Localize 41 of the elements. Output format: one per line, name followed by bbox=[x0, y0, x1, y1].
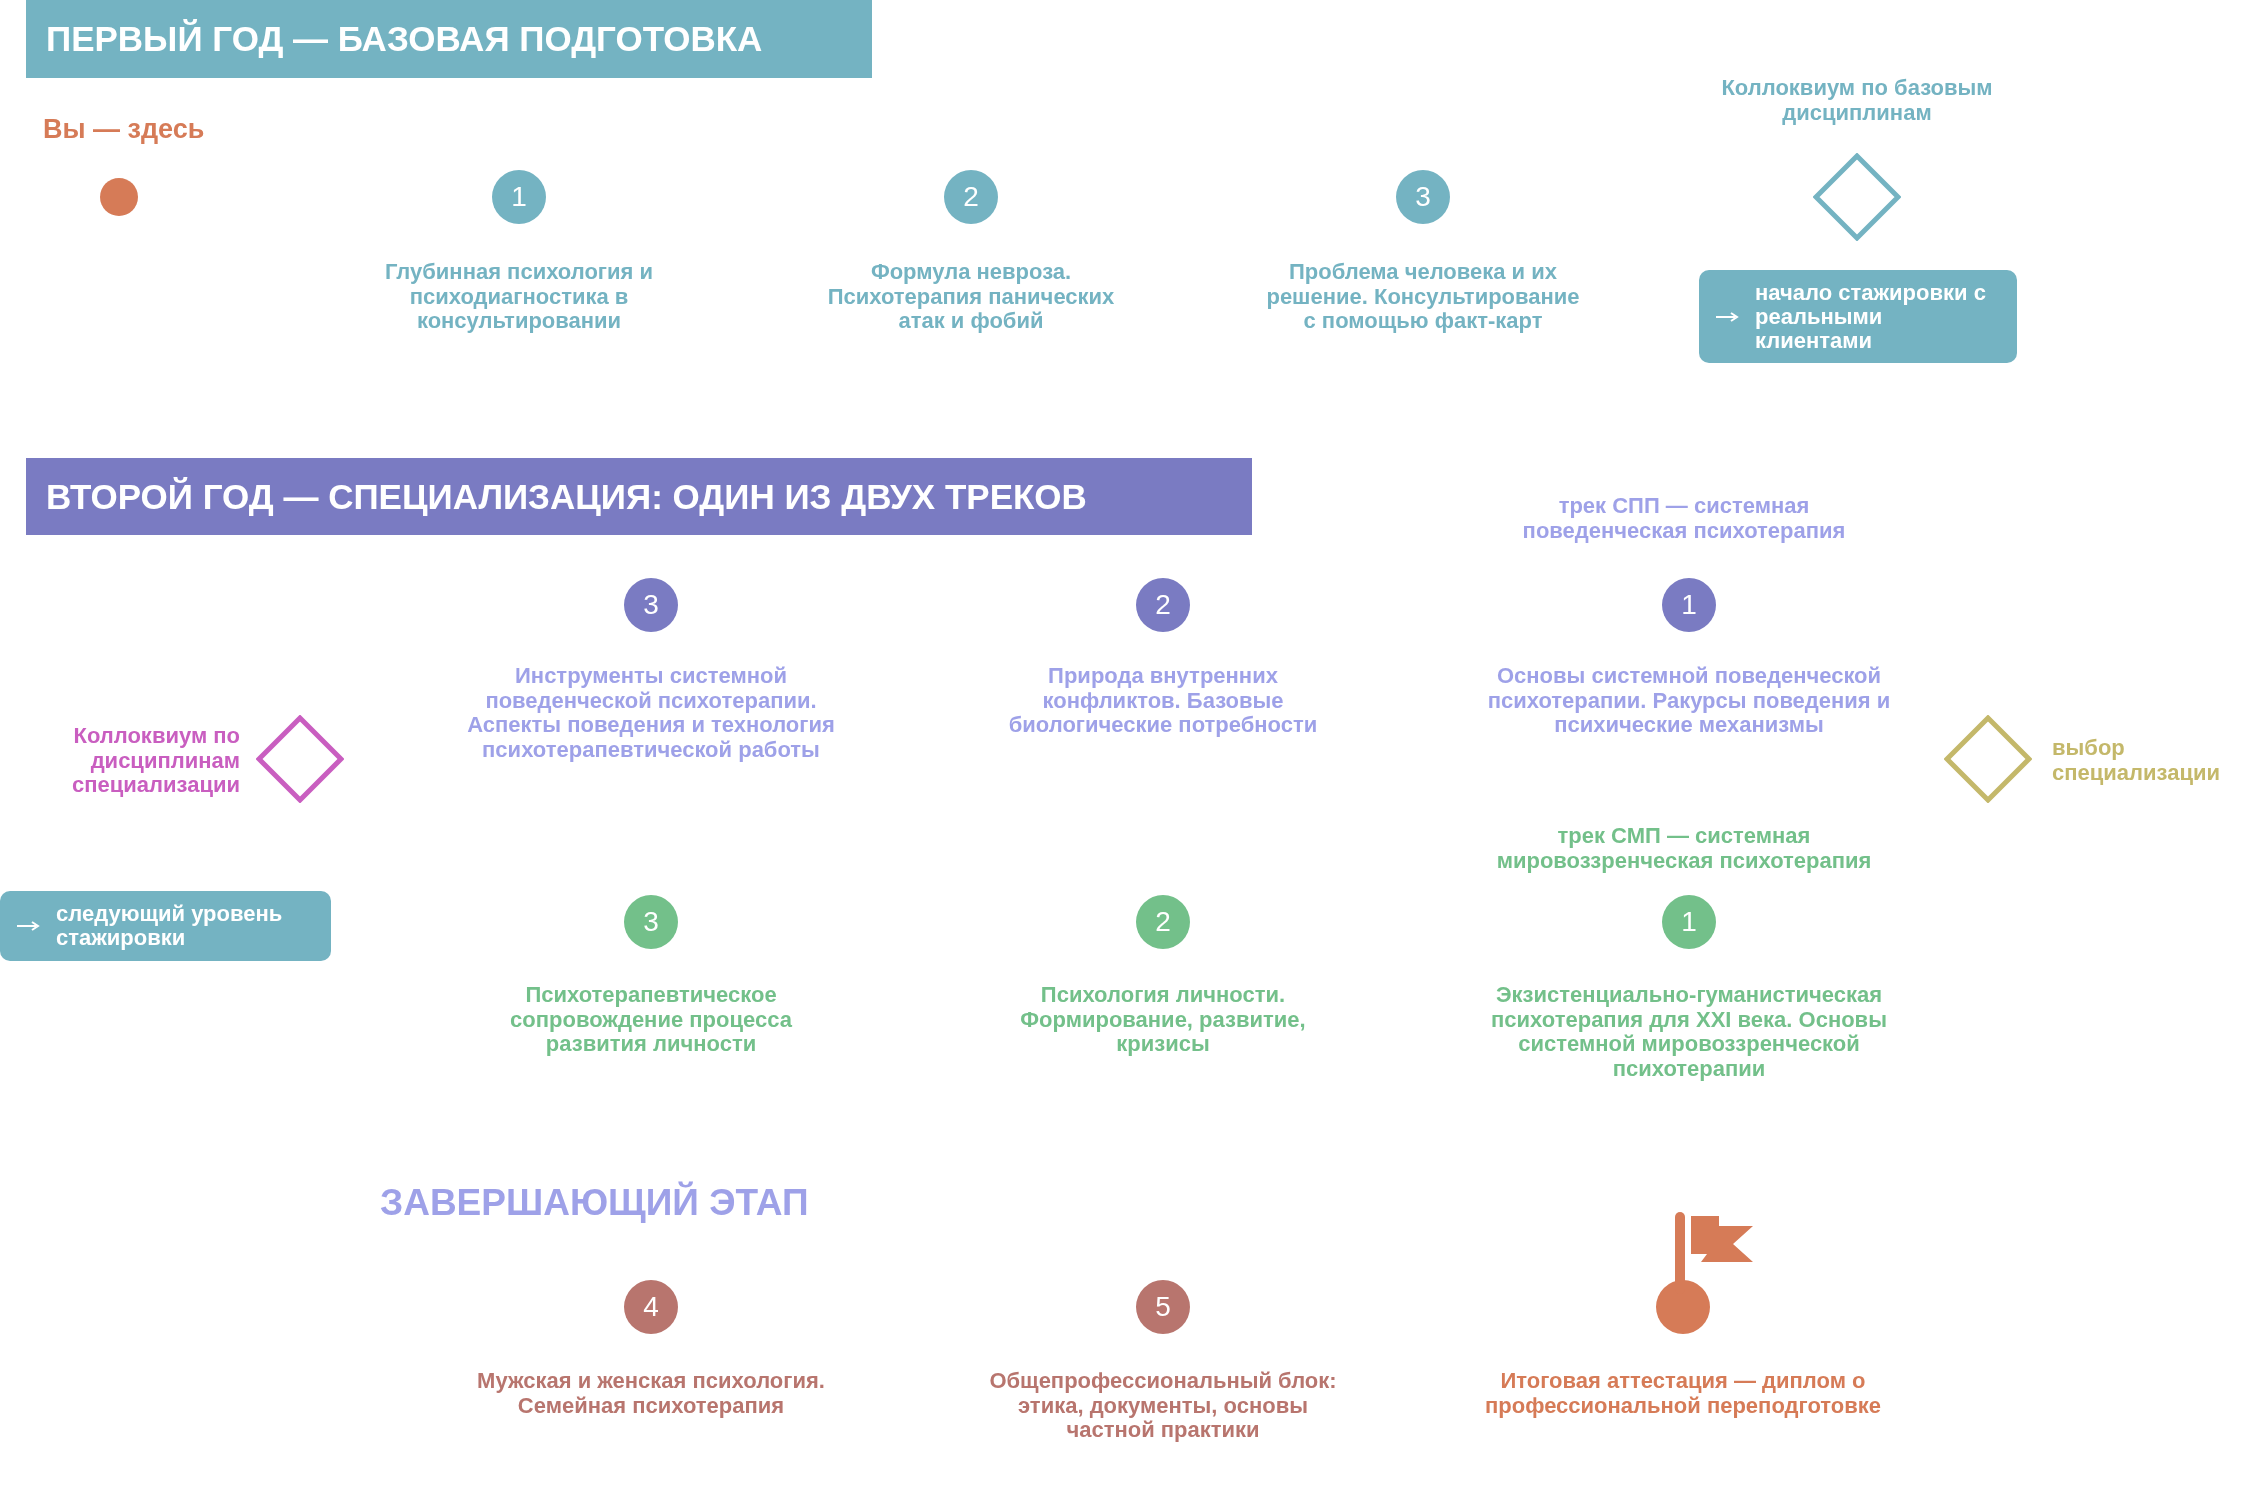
step-description: Основы системной поведенческой психотерапии. Ракурсы поведения и психические механизмы bbox=[1486, 664, 1892, 738]
step-number-badge: 4 bbox=[624, 1280, 678, 1334]
step-description: Глубинная психология и психодиагностика в консультировании bbox=[384, 260, 654, 334]
milestone-diamond bbox=[1813, 153, 1901, 241]
step-description: Психотерапевтическое сопровождение процесса развития личности bbox=[509, 983, 793, 1057]
track-label: трек СПП — системная поведенческая психотерапия bbox=[1521, 494, 1847, 544]
milestone-diamond bbox=[1944, 715, 2032, 803]
stage-heading: ЗАВЕРШАЮЩИЙ ЭТАП bbox=[380, 1182, 810, 1224]
step-number-badge: 1 bbox=[492, 170, 546, 224]
info-banner bbox=[0, 891, 331, 961]
step-description: Итоговая аттестация — диплом о профессиональной переподготовке bbox=[1484, 1369, 1882, 1419]
section-header: ПЕРВЫЙ ГОД — БАЗОВАЯ ПОДГОТОВКА bbox=[26, 0, 872, 78]
milestone-diamond bbox=[256, 715, 344, 803]
banner-text: начало стажировки с реальными клиентами bbox=[1755, 280, 1987, 353]
step-description: Экзистенциально-гуманистическая психотерапия для XXI века. Основы системной мировоззренческой психотерапии bbox=[1490, 983, 1888, 1082]
step-number-badge: 3 bbox=[624, 895, 678, 949]
milestone-label: Коллоквиум по дисциплинам специализации bbox=[71, 724, 240, 798]
banner-text: следующий уровень стажировки bbox=[56, 901, 284, 951]
step-description: Проблема человека и их решение. Консультирование с помощью факт-карт bbox=[1265, 260, 1581, 334]
milestone-label: выбор специализации bbox=[2052, 736, 2221, 786]
step-number-badge: 1 bbox=[1662, 578, 1716, 632]
step-number-badge: 3 bbox=[1396, 170, 1450, 224]
step-number-badge: 2 bbox=[1136, 578, 1190, 632]
track-label: трек СМП — системная мировоззренческая психотерапия bbox=[1495, 824, 1873, 874]
step-number-badge: 2 bbox=[944, 170, 998, 224]
step-number-badge: 2 bbox=[1136, 895, 1190, 949]
step-number-badge: 1 bbox=[1662, 895, 1716, 949]
info-banner bbox=[1699, 270, 2017, 363]
step-description: Общепрофессиональный блок: этика, документы, основы частной практики bbox=[988, 1369, 1338, 1443]
milestone-label: Коллоквиум по базовым дисциплинам bbox=[1720, 76, 1994, 126]
step-number-badge: 5 bbox=[1136, 1280, 1190, 1334]
milestone-label: Вы — здесь bbox=[43, 114, 206, 145]
step-description: Инструменты системной поведенческой психотерапии. Аспекты поведения и технология психотерапевтической работы bbox=[466, 664, 836, 763]
step-description: Мужская и женская психология. Семейная психотерапия bbox=[476, 1369, 826, 1419]
step-number-badge: 3 bbox=[624, 578, 678, 632]
step-description: Формула невроза. Психотерапия панических атак и фобий bbox=[826, 260, 1116, 334]
step-description: Психология личности. Формирование, развитие, кризисы bbox=[1019, 983, 1307, 1057]
location-dot bbox=[100, 178, 138, 216]
goal-circle bbox=[1656, 1280, 1710, 1334]
section-header: ВТОРОЙ ГОД — СПЕЦИАЛИЗАЦИЯ: ОДИН ИЗ ДВУХ ТРЕКОВ bbox=[26, 458, 1252, 535]
step-description: Природа внутренних конфликтов. Базовые биологические потребности bbox=[1007, 664, 1319, 738]
